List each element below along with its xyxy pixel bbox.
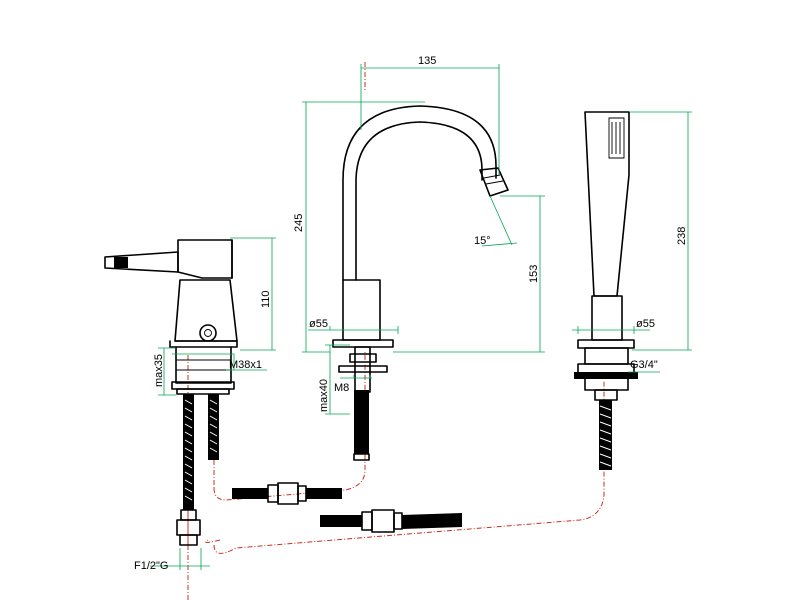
dimension-labels: 135 245 153 15° ø55 M8 max40 110 M38x1 m… (134, 55, 688, 572)
shower-connection-label: G3/4" (630, 359, 658, 371)
spout-outlet-height-label: 153 (528, 265, 540, 283)
spout-height-label: 245 (293, 214, 305, 232)
mixer-valve (104, 239, 238, 546)
spout-angle-label: 15° (474, 235, 491, 247)
hose-to-spout (232, 482, 342, 505)
mixer-max-deck-label: max35 (153, 354, 165, 387)
spout-thread-label: M8 (334, 382, 349, 394)
spout-diameter-label: ø55 (309, 318, 328, 330)
mixer-thread-label: M38x1 (229, 359, 262, 371)
supply-connection-label: F1/2"G (134, 560, 168, 572)
hose-centerlines (187, 62, 605, 600)
spout-reach-label: 135 (418, 55, 436, 67)
spout (332, 105, 509, 461)
shower-diameter-label: ø55 (636, 318, 655, 330)
hose-to-shower (320, 509, 462, 533)
shower-height-label: 238 (676, 227, 688, 245)
hand-shower (574, 111, 638, 470)
handle-height-label: 110 (260, 290, 272, 308)
dimension-lines (150, 64, 692, 570)
spout-max-deck-label: max40 (318, 379, 330, 412)
mixer-supply-hoses (176, 394, 219, 546)
